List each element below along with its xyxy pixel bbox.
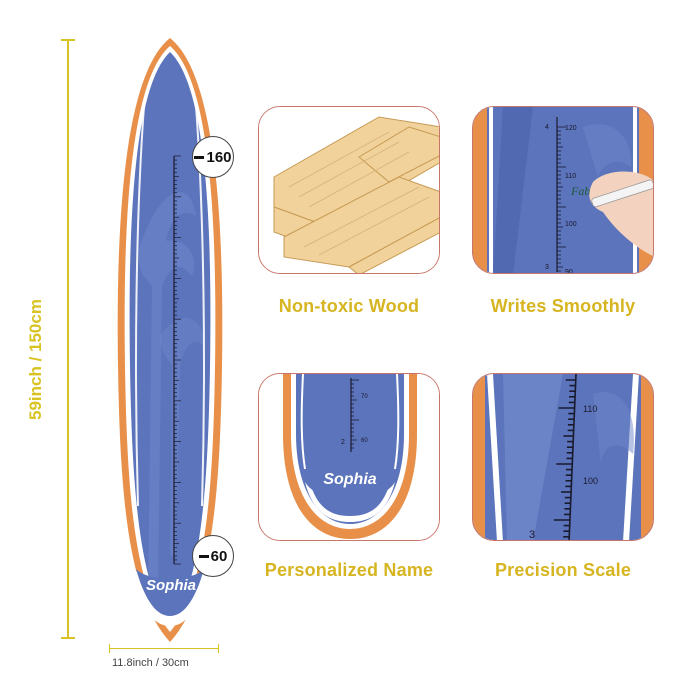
width-dimension-line bbox=[109, 648, 219, 649]
width-dimension-left-tick bbox=[109, 644, 110, 653]
caption-personalized-name: Personalized Name bbox=[264, 560, 434, 580]
writes-tick-label: 100 bbox=[565, 221, 577, 228]
top-marker-callout: 160 bbox=[192, 136, 234, 178]
surfboard-growth-chart bbox=[117, 38, 223, 642]
writes-foot-label: 3 bbox=[545, 264, 549, 271]
writes-tick-label: 110 bbox=[565, 173, 576, 180]
writes-foot-label: 4 bbox=[545, 124, 549, 131]
name-closeup-image: 70 60 2 Sophia bbox=[259, 374, 439, 540]
writes-tick-label: 90 bbox=[565, 269, 573, 274]
height-dimension-bottom-tick bbox=[61, 637, 75, 639]
height-dimension-top-tick bbox=[61, 39, 75, 41]
caption-precision-scale: Precision Scale bbox=[494, 560, 632, 580]
name-closeup-text: Sophia bbox=[323, 471, 376, 488]
name-foot-label: 2 bbox=[341, 439, 345, 446]
writes-tick-label: 120 bbox=[565, 125, 577, 132]
width-dimension-right-tick bbox=[218, 644, 219, 653]
bottom-marker-callout: 60 bbox=[192, 535, 234, 577]
height-dimension-line bbox=[67, 40, 69, 638]
width-label: 11.8inch / 30cm bbox=[112, 657, 189, 669]
name-tick-label: 60 bbox=[361, 438, 368, 444]
precision-tick-label: 100 bbox=[583, 476, 598, 486]
caption-non-toxic-wood: Non-toxic Wood bbox=[278, 296, 420, 316]
ruler-ticks bbox=[174, 155, 181, 565]
caption-writes-smoothly: Writes Smoothly bbox=[490, 296, 636, 316]
top-marker-value: 160 bbox=[206, 148, 232, 166]
wood-planks-image bbox=[259, 107, 439, 273]
bottom-marker-value: 60 bbox=[210, 547, 228, 565]
name-panel: 70 60 2 Sophia bbox=[258, 373, 440, 541]
precision-tick-label: 110 bbox=[583, 404, 597, 414]
board-name: Sophia bbox=[146, 577, 197, 594]
precision-panel: 110 100 3 bbox=[472, 373, 654, 541]
wood-panel bbox=[258, 106, 440, 274]
precision-foot-label: 3 bbox=[529, 529, 535, 541]
name-tick-label: 70 bbox=[361, 394, 368, 400]
height-label: 59inch / 150cm bbox=[26, 299, 45, 420]
precision-closeup-image: 110 100 3 bbox=[473, 374, 653, 541]
